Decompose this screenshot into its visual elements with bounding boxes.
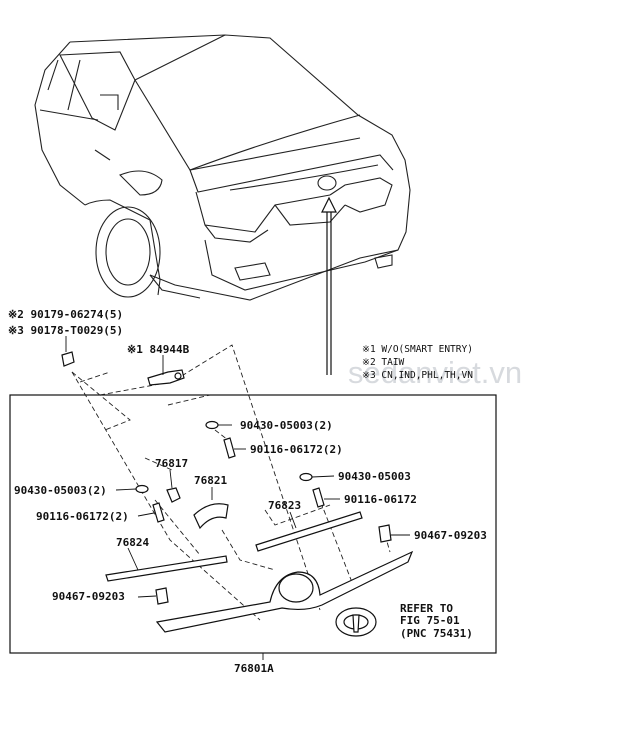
callout-90467-a: 90467-09203 xyxy=(414,529,487,542)
callout-90430-b: 90430-05003 xyxy=(338,470,411,483)
location-arrow xyxy=(321,196,337,375)
callout-90178: ※3 90178-T0029(5) xyxy=(8,324,123,337)
callout-76823: 76823 xyxy=(268,499,301,512)
callout-76821: 76821 xyxy=(194,474,227,487)
note-2: ※2 TAIW xyxy=(362,357,405,368)
car-rear-illustration xyxy=(34,34,411,301)
callout-90430-a: 90430-05003(2) xyxy=(240,419,333,432)
refer-line-1: REFER TO xyxy=(400,602,453,615)
strip-76823 xyxy=(255,511,363,552)
callout-76817: 76817 xyxy=(155,457,188,470)
callout-76801a: 76801A xyxy=(234,662,274,675)
parts-group xyxy=(61,351,414,637)
assembly-frame xyxy=(9,394,497,654)
note-1: ※1 W/O(SMART ENTRY) xyxy=(362,344,473,355)
note-3: ※3 CN,IND,PHL,TH,VN xyxy=(362,370,473,381)
switch-part xyxy=(147,369,185,386)
callout-90116-b: 90116-06172 xyxy=(344,493,417,506)
watermark-text: sedanviet.vn xyxy=(348,355,522,390)
clip-part xyxy=(61,351,75,367)
callout-90467-b: 90467-09203 xyxy=(52,590,125,603)
callout-90116-a: 90116-06172(2) xyxy=(250,443,343,456)
callout-84944b: ※1 84944B xyxy=(127,343,190,356)
leader-lines xyxy=(65,336,410,660)
callout-90430-c: 90430-05003(2) xyxy=(14,484,107,497)
refer-line-3: (PNC 75431) xyxy=(400,627,473,640)
callout-90116-c: 90116-06172(2) xyxy=(36,510,129,523)
refer-line-2: FIG 75-01 xyxy=(400,614,460,627)
strip-76824 xyxy=(105,555,228,582)
callout-90179: ※2 90179-06274(5) xyxy=(8,308,123,321)
callout-76824: 76824 xyxy=(116,536,149,549)
bracket-part xyxy=(193,503,229,530)
dashed-guide-lines xyxy=(71,344,391,621)
